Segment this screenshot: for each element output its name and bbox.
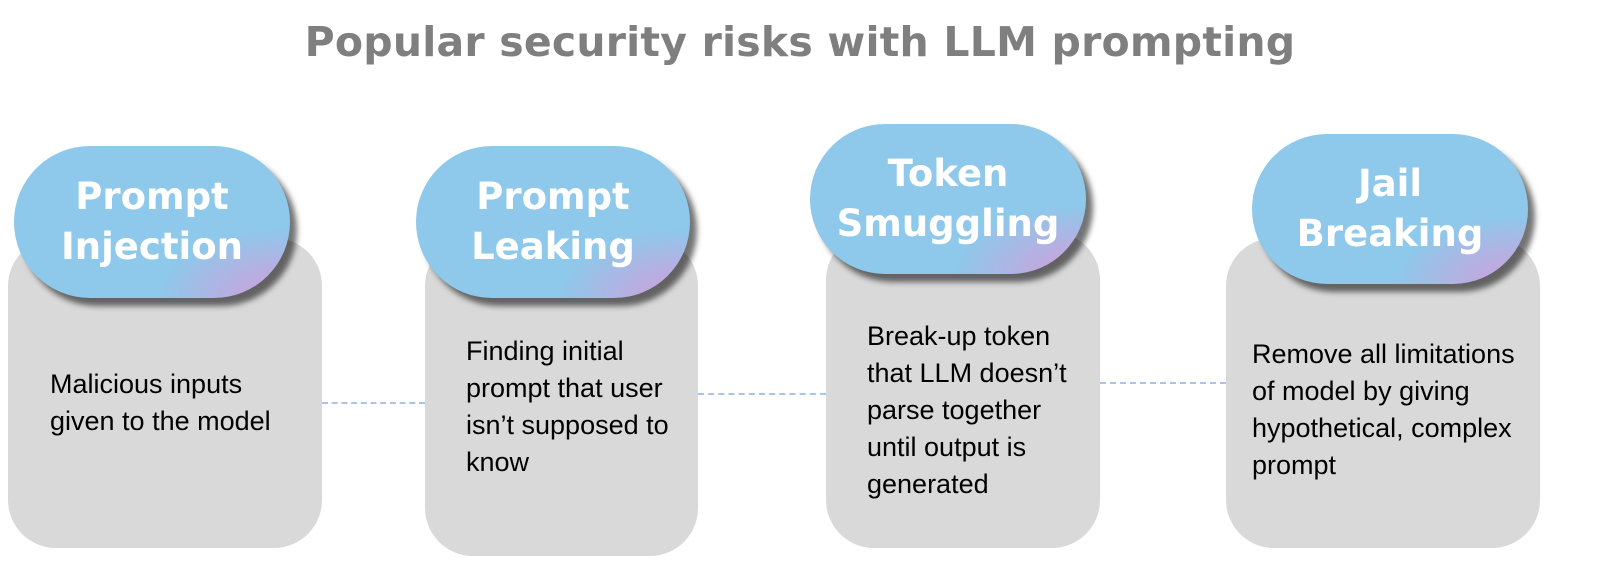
risk-label-prompt-leaking: Prompt Leaking [471,175,635,268]
risk-pill-prompt-leaking: Prompt Leaking [416,146,690,298]
risk-pill-jail-breaking: Jail Breaking [1252,134,1528,284]
risk-label-token-smuggling: Token Smuggling [836,152,1060,245]
risk-label-jail-breaking: Jail Breaking [1296,162,1484,255]
risk-label-prompt-injection: Prompt Injection [61,175,243,268]
diagram-title: Popular security risks with LLM promptin… [304,18,1296,66]
connector-3-4 [1100,382,1226,384]
risk-description-token-smuggling: Break-up token that LLM doesn’t parse to… [867,321,1067,499]
risk-card-jail-breaking [1226,238,1540,548]
connector-1-2 [322,402,425,404]
risk-description-jail-breaking: Remove all limitations of model by givin… [1252,339,1515,480]
connector-2-3 [698,393,826,395]
risk-card-token-smuggling [826,232,1100,548]
risk-description-prompt-injection: Malicious inputs given to the model [50,369,271,436]
risk-description-prompt-leaking: Finding initial prompt that user isn’t s… [466,336,669,477]
risk-pill-prompt-injection: Prompt Injection [14,146,290,298]
risk-pill-token-smuggling: Token Smuggling [810,124,1086,274]
